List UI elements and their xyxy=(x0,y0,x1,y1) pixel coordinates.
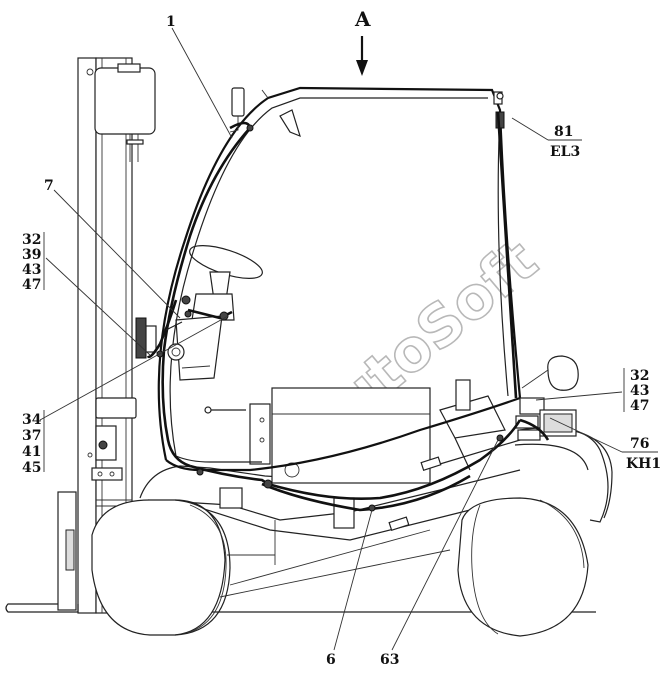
callout-45: 45 xyxy=(22,460,41,476)
seat xyxy=(439,379,506,471)
engine-hood xyxy=(219,387,442,532)
callout-63: 63 xyxy=(380,652,399,668)
callout-37: 37 xyxy=(22,428,41,444)
rear-lamp xyxy=(521,355,579,391)
rear-connector xyxy=(515,397,577,441)
callout-47-left: 47 xyxy=(22,277,41,293)
callout-32-top: 32 xyxy=(22,232,41,248)
view-a-marker: A xyxy=(354,7,371,76)
callout-81: 81 xyxy=(554,124,573,140)
callout-39: 39 xyxy=(22,247,41,263)
callout-7: 7 xyxy=(44,178,54,194)
front-lamp xyxy=(135,317,185,361)
callout-34: 34 xyxy=(22,412,42,428)
callout-leaders xyxy=(39,27,658,651)
front-wheel xyxy=(91,499,231,636)
callout-43-left: 43 xyxy=(22,262,41,278)
view-a-label: A xyxy=(354,7,371,31)
callout-47-right: 47 xyxy=(630,398,649,414)
callout-41: 41 xyxy=(22,444,41,460)
callout-32-right: 32 xyxy=(630,368,649,384)
callout-6: 6 xyxy=(326,652,336,668)
callout-el3: EL3 xyxy=(550,144,580,160)
callout-76: 76 xyxy=(630,436,649,452)
rear-wheel xyxy=(457,497,589,637)
callout-1: 1 xyxy=(166,14,176,30)
callout-43-right: 43 xyxy=(630,383,649,399)
callout-kh1: KH1 xyxy=(626,456,661,472)
